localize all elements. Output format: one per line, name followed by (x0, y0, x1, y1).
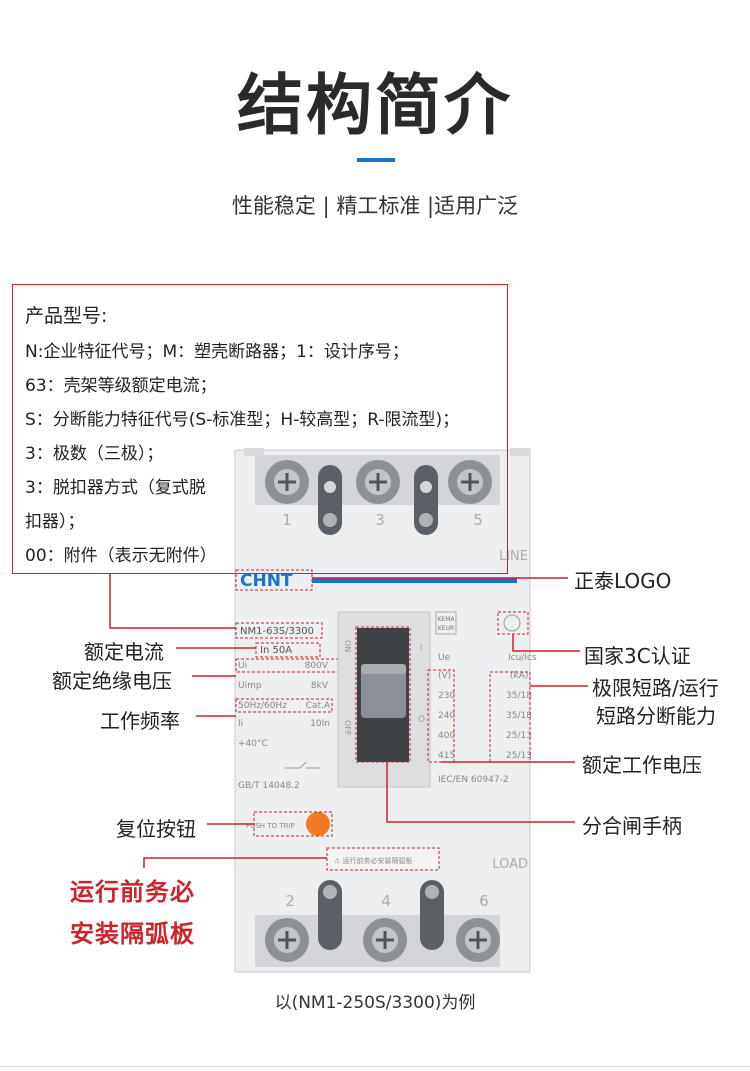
ui-highlight (235, 658, 350, 673)
callout-rated-working-voltage: 额定工作电压 (582, 753, 702, 777)
off-mark: O (418, 715, 425, 725)
off-label: OFF (343, 720, 352, 736)
bottom-divider (0, 1066, 750, 1067)
capacity-value: 25/13 (506, 731, 532, 741)
spec-line: S：分断能力特征代号(S-标准型；H-较高型；R-限流型)； (25, 410, 460, 430)
uimp-value: 8kV (311, 681, 329, 691)
callout-frequency: 工作频率 (100, 709, 180, 733)
ccc-icon (503, 614, 521, 632)
callout-brand-logo: 正泰LOGO (574, 569, 672, 593)
load-label: LOAD (492, 857, 528, 872)
handle-highlight (355, 626, 411, 763)
voltage-value: 230 (438, 691, 455, 701)
push-label: PUSH TO TRIP (246, 822, 295, 830)
terminal-number: 5 (473, 511, 483, 529)
brand-logo: CHNT (240, 571, 293, 591)
spec-line: 3：极数（三极）； (25, 444, 164, 464)
terminal-number: 4 (381, 892, 391, 910)
handle-lever (361, 664, 406, 718)
spec-line: N:企业特征代号；M：塑壳断路器；1：设计序号； (25, 342, 409, 362)
ui-label: Ui (238, 661, 247, 671)
capacity-value: 25/13 (506, 751, 532, 761)
callout-breaking-capacity-1: 极限短路/运行 (592, 676, 719, 700)
page-title: 结构简介 (237, 67, 513, 144)
standard-text: GB/T 14048.2 (238, 781, 300, 791)
top-terminals (255, 455, 500, 535)
iec-text: IEC/EN 60947-2 (438, 775, 509, 785)
blue-strip (312, 578, 517, 583)
icu-label: Icu/Ics (508, 653, 537, 663)
callout-handle: 分合闸手柄 (582, 814, 682, 838)
figure-caption: 以(NM1-250S/3300)为例 (274, 993, 476, 1013)
ui-value: 800V (305, 661, 329, 671)
terminal-number: 6 (479, 892, 489, 910)
leader-lines (109, 574, 588, 868)
divider-post (318, 880, 342, 950)
logo-highlight (235, 569, 313, 591)
callout-arc-warning-1: 运行前务必 (70, 878, 195, 906)
ii-value: 10In (310, 719, 330, 729)
capacity-value: 35/18 (506, 691, 532, 701)
on-label: ON (343, 640, 352, 652)
symbol-icon (285, 761, 320, 769)
uimp-label: Uimp (238, 681, 262, 691)
title-accent-bar (357, 158, 395, 162)
callout-breaking-capacity-2: 短路分断能力 (596, 704, 716, 728)
unit-ka: (kA) (510, 671, 528, 681)
spec-heading: 产品型号: (25, 305, 108, 327)
temp-text: +40°C (238, 739, 268, 749)
current-text: In 50A (260, 645, 292, 656)
body-top-notch (510, 448, 530, 456)
line-label: LINE (499, 549, 528, 564)
ue-label: Ue (438, 653, 451, 663)
current-highlight (255, 642, 321, 658)
kema-mark (435, 611, 457, 635)
keur-text: KEUR (438, 625, 454, 632)
body-top-notch (244, 448, 264, 456)
terminal-number: 1 (282, 511, 292, 529)
voltage-value: 240 (438, 711, 455, 721)
kema-text: KEMA (437, 616, 455, 623)
terminal-number: 2 (285, 892, 295, 910)
callout-rated-current: 额定电流 (84, 640, 164, 664)
bottom-terminals (255, 880, 500, 967)
terminal-number: 3 (375, 511, 385, 529)
voltage-value: 415 (438, 751, 455, 761)
spec-line: 扣器）； (25, 512, 85, 532)
voltage-value: 400 (438, 731, 455, 741)
callout-reset-button: 复位按钮 (116, 817, 196, 841)
page-subtitle: 性能稳定 | 精工标准 |适用广泛 (231, 194, 519, 218)
leader-handle (386, 762, 575, 823)
capacity-value: 35/18 (506, 711, 532, 721)
spec-line: 63：壳架等级额定电流； (25, 376, 217, 396)
freq-highlight (235, 698, 333, 713)
model-spec-box: 产品型号: N:企业特征代号；M：塑壳断路器；1：设计序号； 63：壳架等级额定… (12, 284, 508, 574)
leader-model (109, 574, 236, 629)
unit-v: (V) (438, 671, 451, 681)
spec-line: 3：脱扣器方式（复式脱 (25, 478, 206, 498)
leader-arc (143, 857, 327, 868)
callout-arc-warning-2: 安装隔弧板 (70, 920, 195, 948)
cat-text: Cat.A (306, 701, 331, 711)
model-text: NM1-63S/3300 (240, 626, 314, 637)
freq-text: 50Hz/60Hz (238, 701, 287, 711)
reset-button-icon (306, 812, 330, 836)
ii-label: Ii (238, 719, 243, 729)
spec-line: 00：附件（表示无附件） (25, 546, 217, 566)
arc-warning-text: ⚠ 运行前务必安装隔弧板 (334, 856, 413, 865)
callout-rated-insulation-voltage: 额定绝缘电压 (52, 669, 172, 693)
leader-ccc (512, 634, 580, 652)
arc-warning-highlight (326, 847, 440, 871)
divider-post (420, 880, 444, 950)
model-highlight (235, 622, 323, 639)
callout-ccc-cert: 国家3C认证 (584, 644, 691, 668)
on-mark: I (420, 643, 422, 652)
